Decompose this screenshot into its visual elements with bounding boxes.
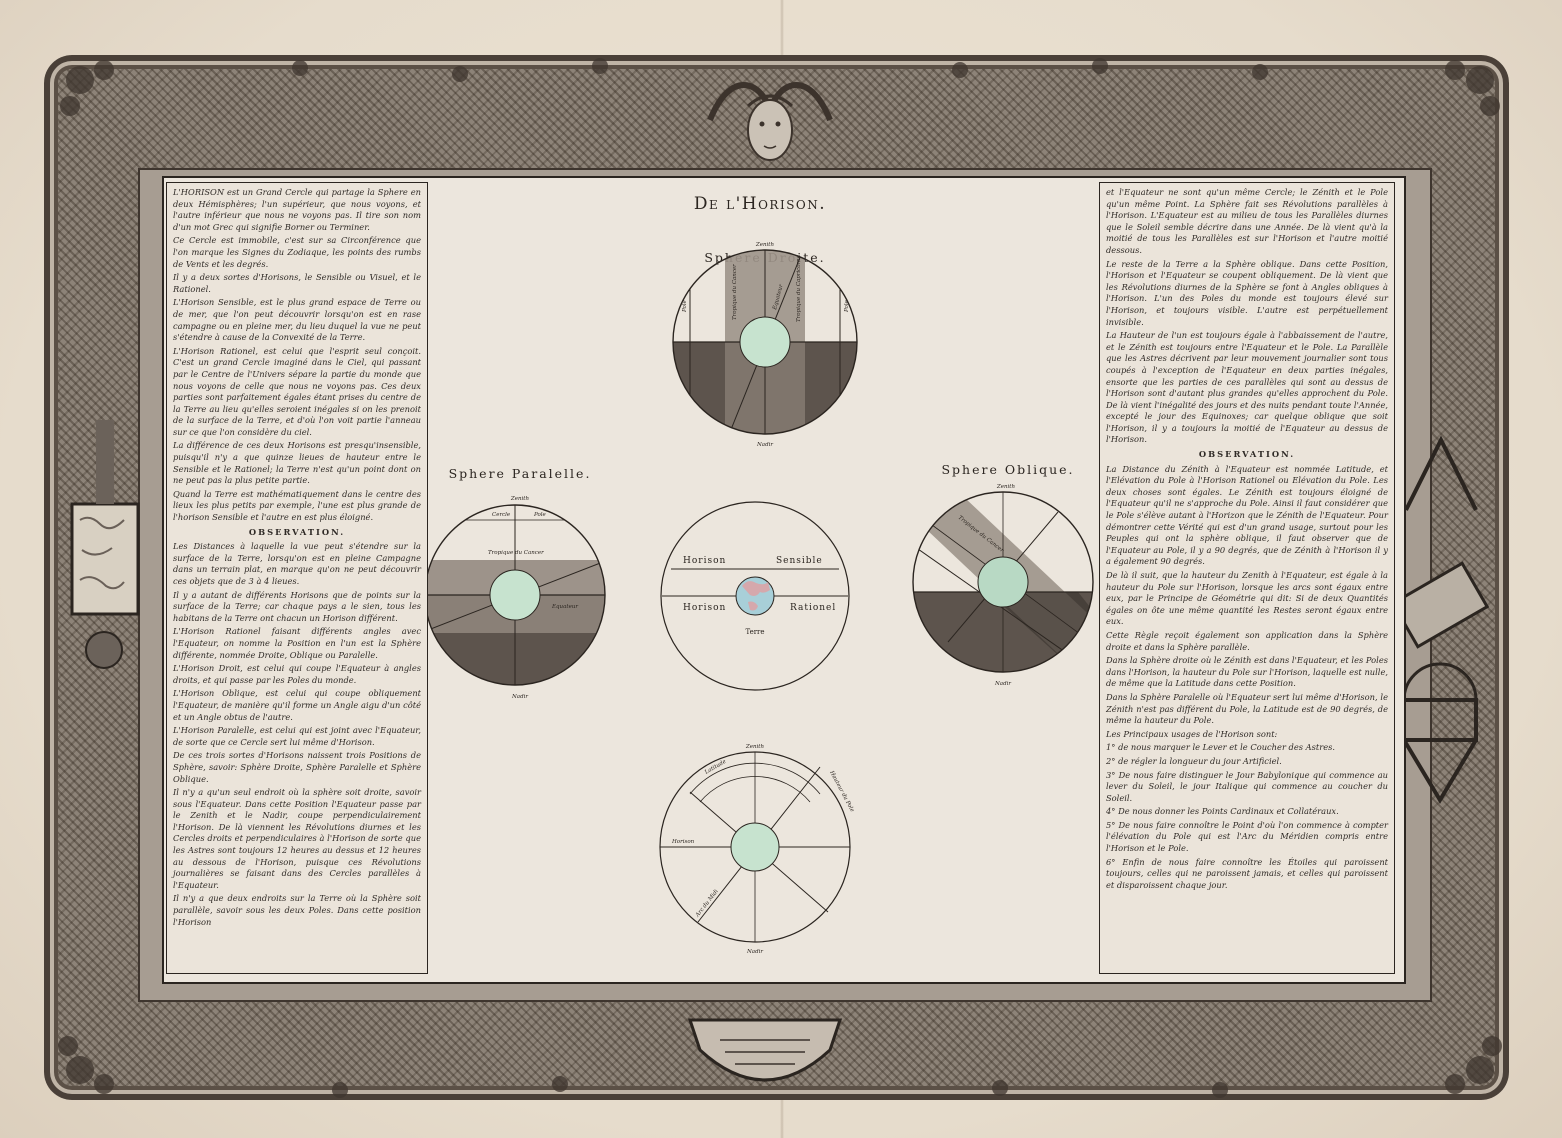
- left-observation-paragraph: Il y a autant de différents Horisons que…: [173, 589, 421, 623]
- droite-zenith-label: Zenith: [755, 242, 775, 248]
- right-observation-paragraph: 6° Enfin de nous faire connoître les Éto…: [1106, 856, 1388, 890]
- left-observation-paragraph: L'Horison Oblique, est celui qui coupe o…: [173, 688, 421, 722]
- right-observation-paragraph: Cette Règle reçoit également son applica…: [1106, 629, 1388, 652]
- oblique-sphere-outline: [912, 491, 1094, 673]
- bas-zenith-label: Zenith: [745, 744, 765, 750]
- oblique-earth: [977, 556, 1029, 608]
- left-observation-paragraph: L'Horison Droit, est celui qui coupe l'E…: [173, 663, 421, 685]
- right-observation-paragraph: Dans la Sphère droite où le Zénith est d…: [1106, 655, 1388, 689]
- centre-horison2-label: Horison: [683, 603, 726, 613]
- droite-earth: [739, 316, 791, 368]
- droite-nadir-label: Nadir: [756, 442, 773, 448]
- right-observation-paragraph: La Distance du Zénith à l'Equateur est n…: [1106, 463, 1388, 567]
- sphere-oblique-heading: Sphere Oblique.: [941, 462, 1074, 477]
- right-paragraph: Le reste de la Terre a la Sphère oblique…: [1106, 258, 1388, 327]
- instrument-trophy-right: [1390, 435, 1490, 804]
- left-paragraph: La différence de ces deux Horisons est p…: [173, 440, 421, 486]
- right-observation-paragraph: 4° De nous donner les Points Cardinaux e…: [1106, 806, 1339, 817]
- paralelle-nadir-label: Nadir: [511, 694, 528, 700]
- instrument-trophy-left: [70, 420, 140, 669]
- left-observation-paragraph: De ces trois sortes d'Horisons naissent …: [173, 750, 421, 784]
- bas-arc-midi-label: Arc du Midi: [694, 888, 720, 919]
- centre-sphere-outline: [660, 501, 850, 691]
- right-observation-paragraph: 3° De nous faire distinguer le Jour Baby…: [1106, 769, 1388, 803]
- latitude-diagram: Zenith Nadir Latitude Horison Hauteur du…: [659, 744, 855, 955]
- left-observation-heading: OBSERVATION.: [248, 526, 346, 537]
- centre-sensible-label: Sensible: [776, 556, 823, 566]
- left-observation-paragraph: L'Horison Paralelle, est celui qui est j…: [173, 725, 421, 747]
- centre-rationel-label: Rationel: [790, 603, 836, 613]
- left-observation-paragraph: Il n'y a qu'un seul endroit où la sphère…: [173, 787, 421, 890]
- droite-pole-right-label: Pole: [844, 299, 850, 313]
- droite-pole-left-label: Pole: [682, 299, 688, 313]
- right-paragraph: La Hauteur de l'un est toujours égale à …: [1106, 330, 1388, 445]
- bas-earth: [730, 822, 780, 872]
- bas-nadir-label: Nadir: [746, 949, 763, 955]
- paralelle-earth: [489, 569, 541, 621]
- left-observation-paragraph: Les Distances à laquelle la vue peut s'é…: [173, 541, 421, 586]
- right-observation-paragraph: 5° De nous faire connoître le Point d'où…: [1106, 819, 1388, 854]
- foliage-ornament: [58, 58, 1502, 1098]
- right-observation-paragraph: Les Principaux usages de l'Horison sont:: [1106, 728, 1278, 739]
- centre-terre-label: Terre: [745, 628, 764, 636]
- right-observation-paragraph: Dans la Sphère Paralelle où l'Equateur s…: [1106, 691, 1388, 726]
- sphere-paralelle-heading: Sphere Paralelle.: [449, 466, 592, 481]
- left-observation-paragraph: Il n'y a que deux endroits sur la Terre …: [173, 893, 421, 927]
- paralelle-cercle-label: Cercle: [492, 512, 511, 518]
- sphere-droite-diagram: Sphere Droite. Zenith Nadir Pole Pole Tr…: [672, 242, 858, 448]
- plate-title: De l'Horison.: [694, 194, 826, 214]
- right-observation-paragraph: 2° de régler la longueur du jour Artific…: [1106, 755, 1282, 766]
- left-paragraph: L'HORISON est un Grand Cercle qui partag…: [173, 187, 421, 232]
- sphere-paralelle-diagram: Sphere Paralelle. Zenith Nadir Cercle Po…: [428, 466, 606, 700]
- paralelle-tropic-label: Tropique du Cancer: [488, 550, 544, 556]
- right-observation-paragraph: De là il suit, que la hauteur du Zenith …: [1106, 570, 1388, 627]
- left-paragraph: L'Horison Sensible, est le plus grand es…: [173, 297, 421, 343]
- paralelle-equateur-label: Equateur: [551, 604, 578, 610]
- left-paragraph: L'Horison Rationel, est celui que l'espr…: [173, 345, 421, 437]
- right-text-column: et l'Equateur ne sont qu'un même Cercle;…: [1099, 182, 1395, 974]
- left-paragraph: Ce Cercle est immobile, c'est sur sa Cir…: [173, 235, 421, 269]
- droite-tropic-cancer-label: Tropique du Cancer: [732, 264, 738, 320]
- oblique-nadir-label: Nadir: [994, 681, 1011, 687]
- right-paragraph: et l'Equateur ne sont qu'un même Cercle;…: [1106, 187, 1388, 255]
- centre-earth-land: [742, 581, 770, 611]
- centre-horison-label: Horison: [683, 556, 726, 566]
- diagram-plate: De l'Horison. Sphere Droite. Zenith Nadi…: [428, 182, 1096, 974]
- paralelle-pole-label: Pole: [533, 512, 547, 518]
- horison-centre-diagram: Horison Sensible Horison Rationel Terre: [660, 501, 850, 691]
- cartouche-bottom: [687, 1018, 843, 1082]
- paralelle-sphere-outline: [428, 504, 606, 686]
- left-paragraph: Il y a deux sortes d'Horisons, le Sensib…: [173, 272, 421, 294]
- oblique-zenith-label: Zenith: [996, 484, 1016, 490]
- right-observation-paragraph: 1° de nous marquer le Lever et le Couche…: [1106, 742, 1336, 753]
- mascaron-face-ornament: [707, 82, 833, 161]
- paralelle-zenith-label: Zenith: [510, 496, 530, 502]
- right-observation-heading: OBSERVATION.: [1198, 449, 1296, 460]
- left-paragraph: Quand la Terre est mathématiquement dans…: [173, 488, 421, 523]
- left-observation-paragraph: L'Horison Rationel faisant différents an…: [173, 626, 421, 660]
- droite-tropic-capricorn-label: Tropique du Capricorne: [796, 254, 802, 322]
- diagram-canvas: De l'Horison. Sphere Droite. Zenith Nadi…: [428, 194, 1094, 955]
- sphere-oblique-diagram: Sphere Oblique. Zenith Nadir Tropique du…: [912, 462, 1094, 687]
- left-text-column: L'HORISON est un Grand Cercle qui partag…: [166, 182, 428, 974]
- droite-sphere-outline: [672, 249, 858, 435]
- bas-horison-label: Horison: [671, 839, 695, 845]
